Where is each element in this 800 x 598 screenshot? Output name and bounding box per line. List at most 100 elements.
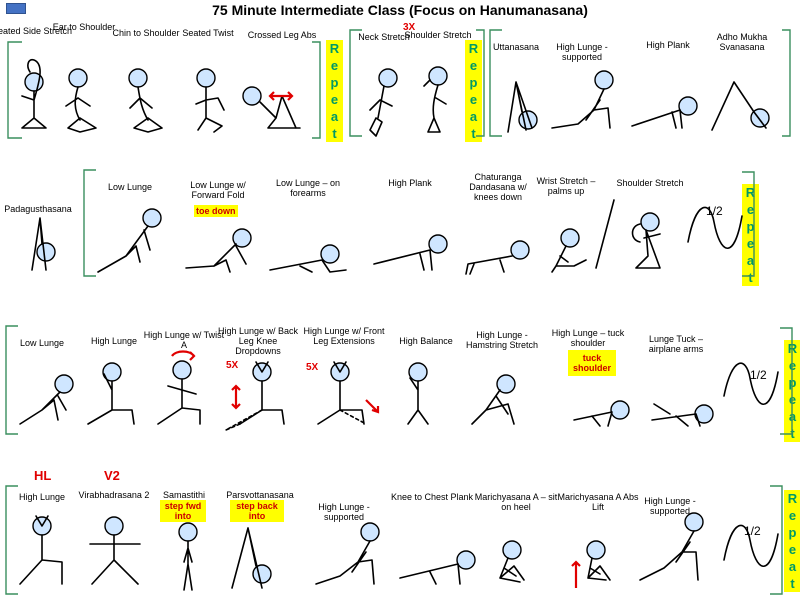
ear-to-shoulder-figure (65, 68, 97, 133)
pose-label: High Lunge w/ Back Leg Knee Dropdowns (217, 326, 299, 356)
marichyasana-sit-on-heel-figure (499, 540, 525, 583)
low-lunge-forward-fold-figure (185, 228, 252, 273)
neck-stretch-figure (369, 68, 398, 137)
high-plank-2-figure (373, 234, 448, 271)
pose-label: Parsvottanasana (226, 490, 294, 500)
group-bracket (742, 171, 755, 277)
low-lunge-3-figure (19, 374, 74, 425)
pose-label: Marichyasana A Abs Lift (557, 492, 639, 512)
page-title: 75 Minute Intermediate Class (Focus on H… (212, 2, 588, 18)
high-lunge-leg-extensions-figure (317, 361, 380, 425)
pose-label: Neck Stretch (358, 32, 410, 42)
pose-label: Chaturanga Dandasana w/ knees down (469, 172, 527, 202)
parsvottanasana-figure (231, 527, 272, 589)
tuck-shoulder-figure (573, 400, 630, 427)
repetition-count: 5X (226, 360, 239, 371)
group-bracket (780, 327, 793, 435)
high-plank-figure (631, 96, 698, 129)
group-bracket (7, 41, 22, 139)
pose-label: Padagusthasana (4, 204, 72, 214)
pose-label: Low Lunge (107, 182, 153, 192)
pose-label: High Lunge w/ Front Leg Extensions (303, 326, 385, 346)
high-balance-figure (407, 362, 429, 425)
lunge-tuck-airplane-figure (651, 403, 714, 427)
chin-to-shoulder-figure (128, 68, 163, 133)
high-lunge-knee-dropdowns-figure (225, 361, 285, 431)
uttanasana-figure (507, 81, 538, 133)
group-bracket (349, 29, 362, 137)
pose-label: Samastithi (162, 490, 206, 500)
pose-label: Lunge Tuck – airplane arms (648, 334, 704, 354)
pose-note: step back into (230, 500, 284, 522)
group-bracket (5, 325, 18, 435)
padagusthasana-figure (31, 217, 56, 271)
pose-label: High Lunge - supported (318, 502, 370, 522)
pose-note: step fwd into (160, 500, 206, 522)
group-bracket (770, 485, 783, 595)
red-rotation-arrow (171, 350, 196, 361)
high-lunge-supported-2-figure (315, 522, 380, 585)
repetition-count: 5X (306, 362, 319, 373)
group-bracket (476, 29, 485, 137)
pose-label: High Plank (646, 40, 690, 50)
pose-label: Chin to Shoulder (112, 28, 180, 38)
samastithi-figure (178, 522, 198, 591)
pose-label: High Lunge w/ Twist A (143, 330, 225, 350)
pose-label: High Lunge - Hamstring Stretch (465, 330, 539, 350)
pose-label: High Lunge (90, 336, 138, 346)
red-vertical-arrow (231, 384, 241, 410)
pose-note: toe down (194, 205, 238, 217)
group-bracket (5, 485, 18, 595)
half-label: 1/2 (750, 368, 767, 382)
red-diagonal-arrow (365, 399, 380, 414)
seated-side-stretch-figure (21, 58, 47, 129)
group-bracket (312, 41, 321, 139)
virabhadrasana-2-figure (89, 516, 141, 585)
group-bracket (782, 29, 791, 137)
repetition-count: 3X (403, 22, 416, 33)
sequence-tag: V2 (104, 468, 120, 483)
pose-note: tuck shoulder (568, 350, 616, 376)
pose-label: Ear to Shoulder (52, 22, 116, 32)
pose-label: High Lunge - supported (644, 496, 696, 516)
pose-label: High Lunge – tuck shoulder (551, 328, 625, 348)
hamstring-stretch-figure (471, 374, 516, 425)
marichyasana-abs-lift-figure (571, 540, 611, 588)
high-lunge-supported-3-figure (639, 512, 704, 581)
pose-label: Adho Mukha Svanasana (716, 32, 768, 52)
low-lunge-figure (97, 208, 162, 273)
sequence-tag: HL (34, 468, 52, 483)
pose-label: Marichyasana A – sit on heel (474, 492, 558, 512)
high-lunge-twist-figure (157, 350, 201, 425)
wave-symbol (723, 524, 779, 568)
red-double-arrow (268, 91, 294, 101)
pose-label: Knee to Chest Plank (390, 492, 474, 502)
divider-line (595, 199, 615, 269)
knee-to-chest-plank-figure (399, 550, 476, 585)
pose-label: Seated Side Stretch (0, 26, 73, 36)
pose-label: Seated Twist (182, 28, 234, 38)
corner-marker (6, 3, 26, 14)
pose-label: Low Lunge w/ Forward Fold (190, 180, 246, 200)
group-bracket (83, 169, 96, 277)
chaturanga-knees-down-figure (465, 240, 530, 275)
high-lunge-4-figure (19, 515, 63, 585)
pose-label: Shoulder Stretch (404, 30, 472, 40)
crossed-leg-abs-figure (242, 86, 301, 129)
pose-label: Uttanasana (492, 42, 540, 52)
half-label: 1/2 (706, 204, 723, 218)
high-lunge-3-figure (87, 362, 135, 425)
pose-label: Shoulder Stretch (616, 178, 684, 188)
pose-label: High Balance (399, 336, 453, 346)
adho-mukha-svanasana-figure (711, 81, 770, 131)
seated-twist-figure (195, 68, 225, 133)
pose-label: Low Lunge – on forearms (275, 178, 341, 198)
high-lunge-supported-figure (551, 70, 614, 129)
red-up-arrow (571, 560, 581, 588)
wave-symbol (687, 206, 743, 250)
pose-label: High Lunge - supported (556, 42, 608, 62)
